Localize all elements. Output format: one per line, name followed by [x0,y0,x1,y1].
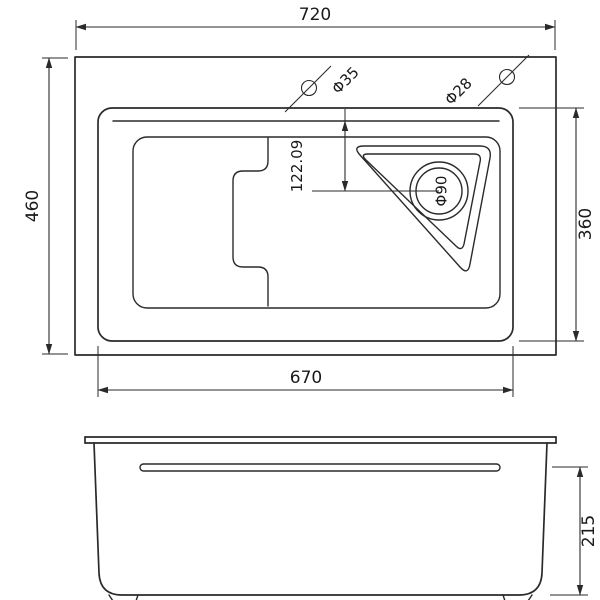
drain-platform-inner-triangle [362,153,482,250]
dim-drain-offset-label: 122.09 [288,140,306,193]
dim-overall-height-label: 460 [23,190,43,222]
front-view: 215 [84,436,599,600]
dim-overall-width: 720 [75,5,556,50]
hole-symbol-circle [498,68,516,86]
dim-overall-width-label: 720 [299,5,331,25]
right-foot [502,594,533,600]
sink-outer-rect [74,56,557,356]
dim-basin-height: 360 [519,107,596,342]
callout-faucet-hole: Φ35 [284,63,363,113]
dim-overall-height: 460 [23,57,68,355]
callout-soap-hole: Φ28 [441,54,530,109]
ledge-step-contour [232,137,269,307]
hole-symbol-circle [300,79,318,97]
basin-rim [97,107,514,342]
leader-line [477,54,530,107]
left-foot [108,594,139,600]
dim-depth: 215 [550,466,599,596]
faucet-hole-label: Φ35 [328,63,363,98]
soap-hole-label: Φ28 [441,74,476,109]
drain-diameter-label: Φ90 [433,176,451,207]
drain-platform-outer-triangle [356,145,491,272]
dim-basin-width: 670 [97,346,514,397]
dim-basin-width-label: 670 [290,368,322,388]
dim-depth-label: 215 [579,515,599,547]
body-outline [93,442,548,596]
basin-inner-contour [132,136,501,309]
rim-groove-slot [139,463,501,472]
top-view: Φ90 720 460 670 360 [23,5,596,397]
dim-basin-height-label: 360 [576,208,596,240]
leader-line [284,65,332,113]
dim-drain-offset: 122.09 [288,109,439,192]
